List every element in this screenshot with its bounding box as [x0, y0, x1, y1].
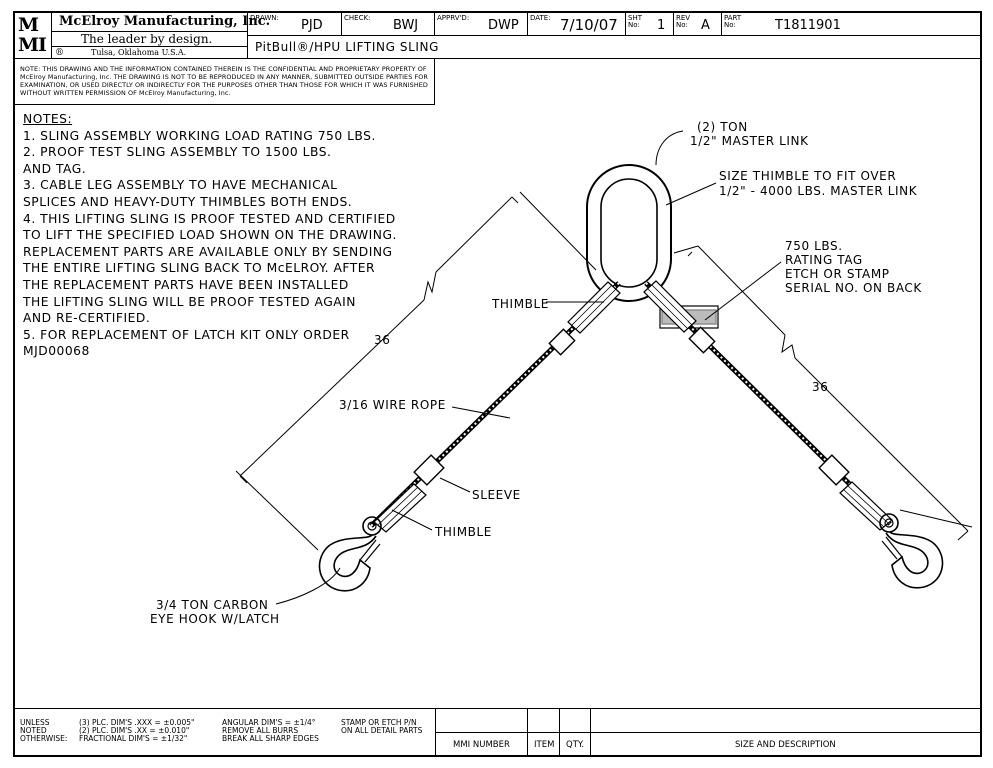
right-leg — [643, 280, 899, 533]
left-leg — [362, 281, 621, 536]
drawing-title: PitBull®/HPU LIFTING SLING — [255, 40, 440, 54]
drawn-label: DRAWN: — [250, 14, 279, 22]
sht-value: 1 — [657, 18, 666, 33]
note-line: AND TAG. — [23, 161, 87, 176]
dimension-left — [235, 191, 597, 551]
tolerance-line-1: (3) PLC. DIM'S .XXX = ±0.005" — [79, 718, 195, 727]
rating-tag-label-4: SERIAL NO. ON BACK — [785, 281, 922, 295]
thimble-bottom-label: THIMBLE — [435, 525, 492, 539]
tolerance-line-3: FRACTIONAL DIM'S = ±1/32" — [79, 734, 188, 743]
part-label: PART No: — [724, 14, 742, 29]
note-line: 2. PROOF TEST SLING ASSEMBLY TO 1500 LBS… — [23, 145, 332, 160]
sht-label: SHT No: — [628, 14, 642, 29]
col-qty: QTY. — [566, 740, 585, 750]
right-eye-hook — [881, 531, 944, 589]
drawn-value: PJD — [301, 18, 323, 33]
col-item: ITEM — [534, 740, 555, 750]
check-value: BWJ — [393, 18, 419, 33]
company-slogan: The leader by design. — [81, 32, 213, 46]
master-link — [586, 164, 672, 302]
date-value: 7/10/07 — [560, 16, 618, 34]
notes-section: NOTES: 1. SLING ASSEMBLY WORKING LOAD RA… — [23, 111, 397, 360]
dimension-right-value: 36 — [812, 380, 829, 394]
left-thimble-top — [567, 281, 621, 334]
note-line: THE REPLACEMENT PARTS HAVE BEEN INSTALLE… — [23, 277, 349, 292]
angular-line-1: ANGULAR DIM'S = ±1/4° — [222, 718, 316, 727]
note-line: THE LIFTING SLING WILL BE PROOF TESTED A… — [23, 294, 356, 309]
angular-line-2: REMOVE ALL BURRS — [222, 726, 299, 735]
rating-tag-label-3: ETCH OR STAMP — [785, 267, 890, 281]
rating-tag-label-2: RATING TAG — [785, 253, 863, 267]
check-label: CHECK: — [344, 14, 371, 22]
wire-rope-label: 3/16 WIRE ROPE — [339, 398, 446, 412]
master-link-label-1: (2) TON — [697, 120, 748, 134]
hook-label-2: EYE HOOK W/LATCH — [150, 612, 280, 626]
date-label: DATE: — [530, 14, 551, 22]
note-line: 3. CABLE LEG ASSEMBLY TO HAVE MECHANICAL — [23, 178, 338, 193]
apprvd-label: APPRV'D: — [437, 14, 470, 22]
company-city: Tulsa, Oklahoma U.S.A. — [91, 48, 187, 57]
unless-line-2: NOTED — [20, 726, 47, 735]
note-line: 1. SLING ASSEMBLY WORKING LOAD RATING 75… — [23, 128, 376, 143]
note-line: 5. FOR REPLACEMENT OF LATCH KIT ONLY ORD… — [23, 327, 350, 342]
rating-tag-label-1: 750 LBS. — [785, 239, 843, 253]
right-sleeve-top — [688, 326, 716, 354]
company-name: McElroy Manufacturing, Inc. — [59, 14, 271, 29]
thimble-fit-label-1: SIZE THIMBLE TO FIT OVER — [719, 169, 897, 183]
note-line: THE ENTIRE LIFTING SLING BACK TO McELROY… — [23, 261, 376, 276]
col-mmi-number: MMI NUMBER — [453, 740, 510, 750]
apprvd-value: DWP — [488, 18, 519, 33]
note-line: REPLACEMENT PARTS ARE AVAILABLE ONLY BY … — [23, 244, 393, 259]
right-thimble-top — [643, 280, 697, 333]
thimble-fit-label-2: 1/2" - 4000 LBS. MASTER LINK — [719, 184, 918, 198]
col-size-description: SIZE AND DESCRIPTION — [735, 740, 836, 750]
note-line: MJD00068 — [23, 344, 90, 359]
left-sleeve-bottom — [413, 454, 445, 486]
right-thimble-bottom — [839, 481, 893, 531]
notes-header: NOTES: — [23, 112, 73, 126]
stamp-line-1: STAMP OR ETCH P/N — [341, 718, 417, 727]
rev-value: A — [701, 18, 710, 33]
logo-line-1: M — [18, 14, 39, 36]
registered-mark: ® — [55, 48, 64, 58]
left-eye-hook — [318, 534, 381, 592]
part-value: T1811901 — [775, 18, 841, 33]
note-line: TO LIFT THE SPECIFIED LOAD SHOWN ON THE … — [23, 228, 397, 243]
dimension-left-value: 36 — [374, 333, 391, 347]
logo-line-2: MI — [18, 34, 47, 56]
thimble-top-label: THIMBLE — [492, 297, 549, 311]
angular-line-3: BREAK ALL SHARP EDGES — [222, 734, 319, 743]
note-line: 4. THIS LIFTING SLING IS PROOF TESTED AN… — [23, 211, 396, 226]
dimension-right — [673, 245, 973, 541]
rev-label: REV No: — [676, 14, 691, 29]
note-line: AND RE-CERTIFIED. — [23, 311, 151, 326]
left-thimble-bottom — [373, 483, 427, 533]
mmi-logo: M MI — [17, 15, 49, 57]
note-line: SPLICES AND HEAVY-DUTY THIMBLES BOTH END… — [23, 194, 353, 209]
tolerance-line-2: (2) PLC. DIM'S .XX = ±0.010" — [79, 726, 190, 735]
drawing-sheet: M MI McElroy Manufacturing, Inc. The lea… — [13, 11, 982, 757]
left-sleeve-top — [548, 328, 576, 356]
right-sleeve-bottom — [818, 454, 850, 486]
master-link-label-2: 1/2" MASTER LINK — [690, 134, 809, 148]
unless-line-1: UNLESS — [20, 718, 50, 727]
stamp-line-2: ON ALL DETAIL PARTS — [341, 726, 423, 735]
unless-line-3: OTHERWISE: — [20, 734, 68, 743]
sleeve-label: SLEEVE — [472, 488, 521, 502]
leader-lines — [275, 130, 782, 605]
hook-label-1: 3/4 TON CARBON — [156, 598, 269, 612]
confidential-notice: NOTE: THIS DRAWING AND THE INFORMATION C… — [20, 65, 428, 97]
